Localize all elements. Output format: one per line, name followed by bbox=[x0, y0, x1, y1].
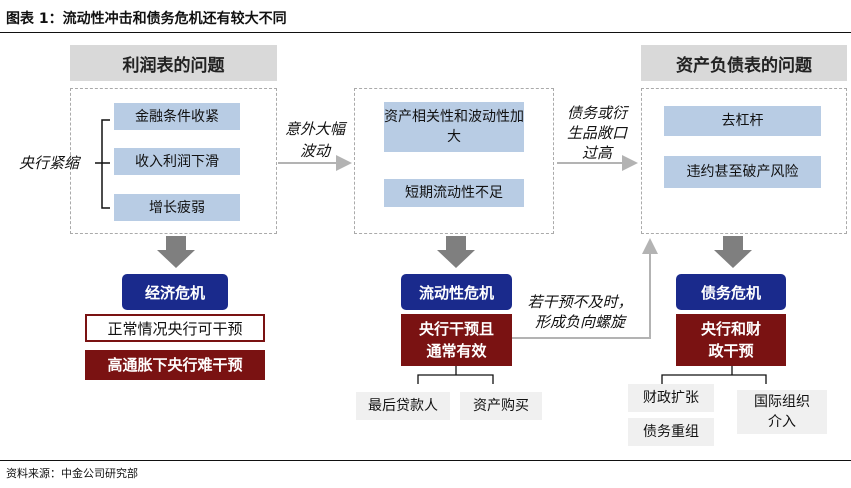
arrow3-label-line2: 形成负向螺旋 bbox=[534, 313, 625, 331]
right-intl-box: 国际组织 介入 bbox=[737, 390, 827, 434]
down-arrow-left bbox=[157, 236, 195, 268]
down-arrow-middle bbox=[437, 236, 475, 268]
right-intervention-line2: 政干预 bbox=[708, 342, 754, 360]
middle-crisis-badge: 流动性危机 bbox=[401, 274, 512, 310]
arrow1-label-line2: 波动 bbox=[299, 142, 330, 160]
right-intl-line2: 介入 bbox=[768, 414, 796, 430]
right-tool-1: 财政扩张 bbox=[628, 384, 714, 412]
middle-intervention-line2: 通常有效 bbox=[426, 342, 487, 360]
left-item-1: 金融条件收紧 bbox=[114, 103, 240, 130]
right-header: 资产负债表的问题 bbox=[641, 45, 847, 81]
middle-tool-2: 资产购买 bbox=[460, 392, 542, 420]
footer-rule bbox=[0, 460, 851, 461]
middle-item-1: 资产相关性和波动性加大 bbox=[384, 102, 524, 152]
right-intervention-line1: 央行和财 bbox=[700, 320, 761, 338]
down-arrows bbox=[157, 236, 752, 268]
trigger-brace bbox=[95, 119, 110, 209]
middle-intervention: 央行干预且 通常有效 bbox=[401, 314, 512, 366]
left-outcome-hard: 高通胀下央行难干预 bbox=[85, 350, 265, 380]
right-crisis-badge: 债务危机 bbox=[676, 274, 786, 310]
right-item-2: 违约甚至破产风险 bbox=[664, 156, 821, 188]
arrow3-label-line1: 若干预不及时， bbox=[527, 293, 633, 311]
arrow-spiral bbox=[512, 238, 658, 339]
right-container bbox=[641, 88, 847, 234]
right-tools-bracket bbox=[661, 366, 767, 384]
right-intervention: 央行和财 政干预 bbox=[676, 314, 786, 366]
arrow2-label: 债务或衍 生品敞口 过高 bbox=[557, 103, 637, 163]
figure-title: 图表 1：流动性冲击和债务危机还有较大不同 bbox=[6, 11, 287, 27]
right-intl-line1: 国际组织 bbox=[754, 394, 810, 410]
middle-item-2: 短期流动性不足 bbox=[384, 179, 524, 207]
arrow3-label: 若干预不及时， 形成负向螺旋 bbox=[515, 292, 645, 332]
down-arrow-right bbox=[714, 236, 752, 268]
middle-tools-bracket bbox=[417, 366, 494, 384]
arrow2-label-line1: 债务或衍 bbox=[566, 104, 627, 122]
middle-intervention-line1: 央行干预且 bbox=[418, 320, 494, 338]
left-item-3: 增长疲弱 bbox=[114, 194, 240, 221]
source-note: 资料来源：中金公司研究部 bbox=[6, 467, 138, 480]
left-outcome-normal: 正常情况央行可干预 bbox=[85, 314, 265, 342]
arrow2-label-line3: 过高 bbox=[581, 144, 612, 162]
trigger-label: 央行紧缩 bbox=[18, 154, 79, 172]
arrow2-label-line2: 生品敞口 bbox=[566, 124, 627, 142]
left-crisis-badge: 经济危机 bbox=[122, 274, 228, 310]
arrow1-label: 意外大幅 波动 bbox=[280, 118, 350, 162]
left-container bbox=[70, 88, 277, 234]
right-item-1: 去杠杆 bbox=[664, 106, 821, 136]
left-header: 利润表的问题 bbox=[70, 45, 277, 81]
middle-tool-1: 最后贷款人 bbox=[356, 392, 450, 420]
arrow1-label-line1: 意外大幅 bbox=[284, 120, 345, 138]
left-item-2: 收入利润下滑 bbox=[114, 148, 240, 175]
right-tool-2: 债务重组 bbox=[628, 418, 714, 446]
middle-container bbox=[354, 88, 554, 234]
title-rule bbox=[0, 32, 851, 33]
